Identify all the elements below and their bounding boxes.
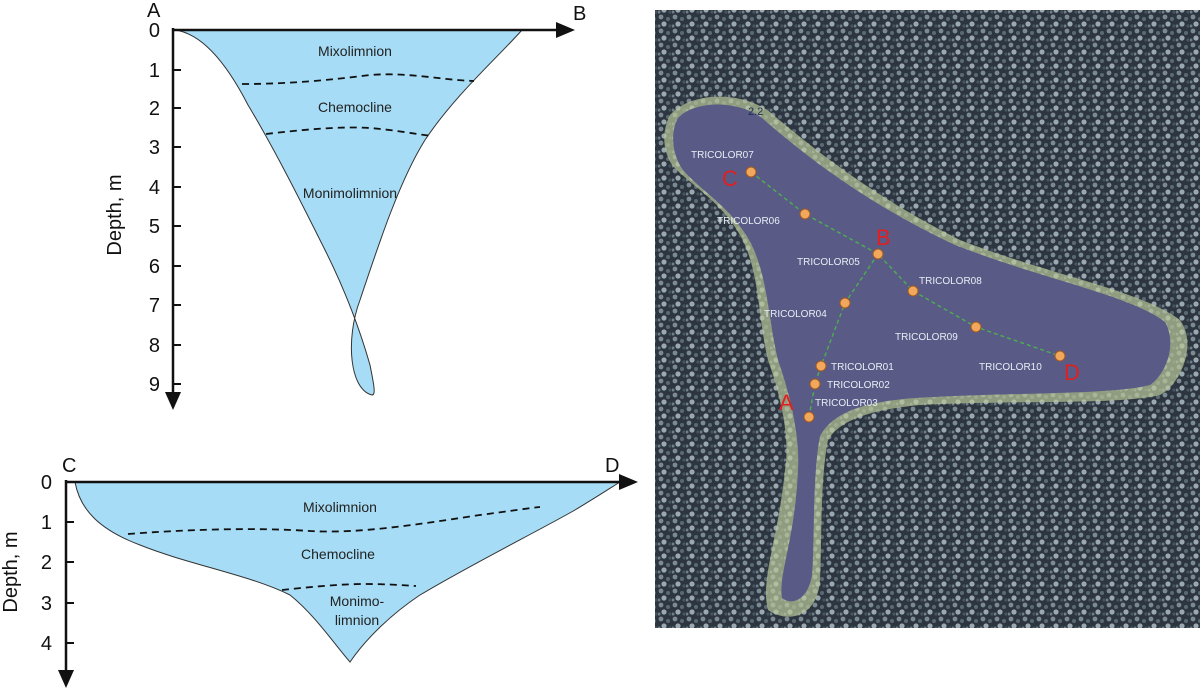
station-marker <box>907 285 919 297</box>
top-tick-label: 9 <box>149 374 160 396</box>
top-y-axis-arrow <box>165 392 181 410</box>
top-end-label: B <box>573 3 586 25</box>
station-label-05: TRICOLOR05 <box>797 257 860 268</box>
bottom-y-axis-arrow <box>58 670 74 688</box>
top-water-body <box>174 29 524 396</box>
top-tick-label: 3 <box>149 137 160 159</box>
bottom-tick-label: 0 <box>41 472 52 494</box>
aerial-map: 2.2 TRICOLOR01 TRICOLOR02 TRICOLOR03 TRI… <box>655 10 1200 628</box>
top-tick-label: 8 <box>149 335 160 357</box>
top-layer-mixolimnion: Mixolimnion <box>318 43 392 59</box>
bottom-tick-label: 2 <box>41 552 52 574</box>
station-marker <box>1054 350 1066 362</box>
station-label-06: TRICOLOR06 <box>717 216 780 227</box>
top-start-label: A <box>147 0 161 22</box>
station-label-08: TRICOLOR08 <box>919 276 982 287</box>
station-label-07: TRICOLOR07 <box>691 150 754 161</box>
bottom-y-tick-labels: 0 1 2 3 4 <box>41 472 52 655</box>
bottom-tick-label: 3 <box>41 593 52 615</box>
top-tick-label: 1 <box>149 60 160 82</box>
station-marker <box>872 248 884 260</box>
station-marker <box>809 378 821 390</box>
map-stations <box>745 166 1066 423</box>
bottom-start-label: C <box>62 455 76 477</box>
top-tick-label: 0 <box>149 20 160 42</box>
bottom-layer-monimo: Monimo- <box>330 593 385 609</box>
top-mixolimnion-boundary <box>241 73 475 85</box>
top-y-tick-labels: 0 1 2 3 4 5 6 7 8 9 <box>149 20 160 396</box>
station-label-04: TRICOLOR04 <box>764 309 827 320</box>
station-label-03: TRICOLOR03 <box>815 398 878 409</box>
station-marker <box>803 411 815 423</box>
top-tick-label: 2 <box>149 98 160 120</box>
map-lake <box>673 104 1171 602</box>
bottom-water-body <box>74 481 622 663</box>
map-letter-b: B <box>876 225 891 250</box>
map-letter-d: D <box>1064 360 1080 385</box>
station-marker <box>839 297 851 309</box>
station-label-09: TRICOLOR09 <box>895 332 958 343</box>
station-marker <box>970 321 982 333</box>
station-marker <box>799 208 811 220</box>
bottom-y-tick-marks <box>66 521 74 644</box>
bottom-end-label: D <box>605 455 619 477</box>
top-layer-monimolimnion: Monimolimnion <box>303 185 397 201</box>
top-y-tick-marks <box>173 69 181 385</box>
bottom-x-axis-arrow <box>619 474 638 490</box>
station-label-10: TRICOLOR10 <box>979 362 1042 373</box>
bottom-tick-label: 1 <box>41 512 52 534</box>
bottom-layer-limnion: limnion <box>335 612 379 628</box>
top-x-axis-arrow <box>556 22 575 38</box>
bottom-layer-chemocline: Chemocline <box>301 546 375 562</box>
bottom-profile: 0 1 2 3 4 C D Depth, m Mixolimnion Chemo… <box>0 455 638 688</box>
station-marker <box>815 360 827 372</box>
top-y-axis-label: Depth, m <box>104 174 126 255</box>
station-marker <box>745 166 757 178</box>
station-label-02: TRICOLOR02 <box>827 380 890 391</box>
top-tick-label: 7 <box>149 295 160 317</box>
bottom-layer-mixolimnion: Mixolimnion <box>303 499 377 515</box>
station-label-01: TRICOLOR01 <box>831 362 894 373</box>
map-contour-value: 2.2 <box>748 106 763 118</box>
map-transect-cd <box>750 171 1061 357</box>
top-tick-label: 5 <box>149 216 160 238</box>
bottom-y-axis-label: Depth, m <box>0 531 22 612</box>
top-profile: 0 1 2 3 4 5 6 7 8 9 A B Depth, m Mixolim… <box>104 0 586 410</box>
top-layer-chemocline: Chemocline <box>318 99 392 115</box>
bottom-tick-label: 4 <box>41 633 52 655</box>
map-letter-a: A <box>779 390 794 415</box>
top-chemocline-boundary <box>265 126 433 137</box>
top-tick-label: 6 <box>149 256 160 278</box>
top-tick-label: 4 <box>149 177 160 199</box>
map-letter-c: C <box>722 166 738 191</box>
bottom-mixolimnion-boundary <box>127 506 541 535</box>
